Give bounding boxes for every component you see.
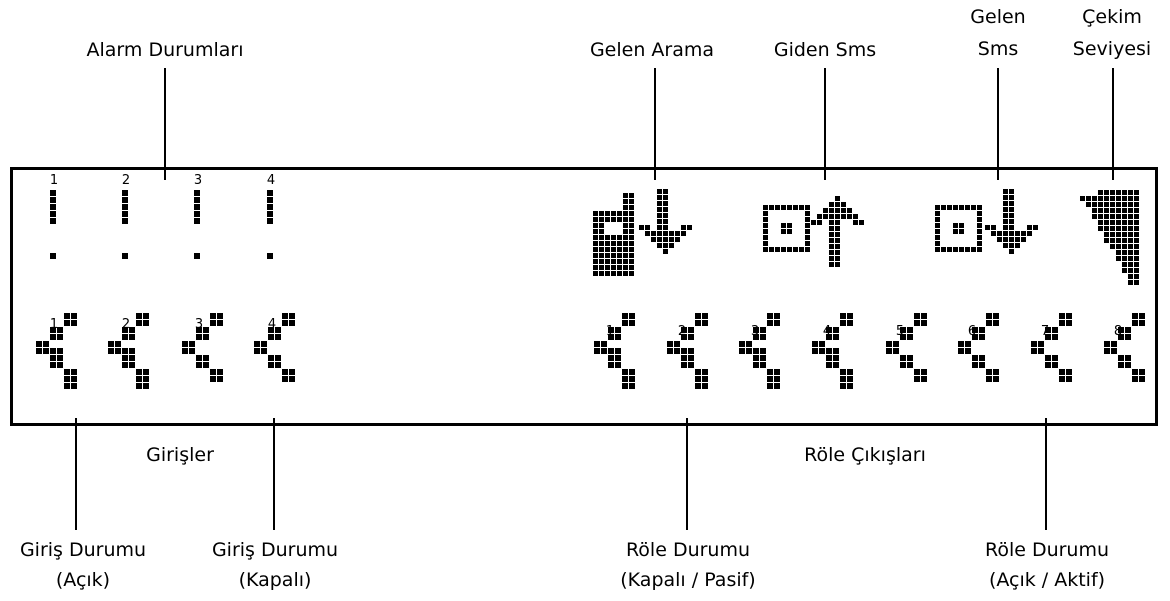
input-number-4: 4: [267, 317, 277, 332]
relay-closed-label-line2: (Kapalı / Pasif): [620, 569, 756, 591]
input-open-label-line1: Giriş Durumu: [19, 539, 147, 561]
input-4-closed-switch-icon: [254, 313, 295, 382]
input-open-leader: [75, 418, 77, 530]
lcd-display: [10, 167, 1158, 426]
relay-closed-label: Röle Durumu (Kapalı / Pasif): [620, 538, 755, 592]
outgoing-sms-envelope-icon: [763, 205, 810, 252]
input-open-label-line2: (Açık): [55, 569, 111, 591]
relay-6-open-icon: [958, 313, 999, 382]
relay-open-leader: [1045, 418, 1047, 530]
relay-8-open-icon: [1104, 313, 1145, 382]
incoming-call-arrow-down-icon: [639, 189, 692, 254]
input-closed-label: Giriş Durumu (Kapalı): [212, 538, 338, 592]
relay-open-label-line1: Röle Durumu: [984, 539, 1110, 561]
input-closed-label-line2: (Kapalı): [238, 569, 312, 591]
alarm-number-4: 4: [266, 173, 276, 188]
incoming-sms-label-line1: Gelen: [970, 6, 1026, 28]
incoming-call-leader: [654, 68, 656, 180]
input-closed-label-line1: Giriş Durumu: [211, 539, 339, 561]
input-number-2: 2: [121, 317, 131, 332]
alarm-number-1: 1: [49, 173, 59, 188]
relay-7-open-icon: [1031, 313, 1072, 382]
alarm-states-leader: [164, 68, 166, 180]
signal-level-label-line2: Seviyesi: [1072, 38, 1152, 60]
input-number-1: 1: [49, 317, 59, 332]
alarm-2-icon: [122, 190, 128, 259]
relay-5-open-icon: [886, 313, 927, 382]
incoming-sms-leader: [997, 68, 999, 180]
inputs-label: Girişler: [146, 444, 214, 466]
alarm-1-icon: [50, 190, 56, 259]
outgoing-sms-arrow-up-icon: [811, 196, 864, 267]
signal-level-label-line1: Çekim: [1082, 6, 1142, 28]
outgoing-sms-leader: [824, 68, 826, 180]
alarm-4-icon: [267, 190, 273, 259]
input-3-closed-switch-icon: [182, 313, 223, 382]
relay-4-closed-icon: [812, 313, 853, 389]
relay-open-label: Röle Durumu (Açık / Aktif): [985, 538, 1109, 592]
incoming-call-label: Gelen Arama: [589, 39, 715, 61]
relay-closed-label-line1: Röle Durumu: [625, 539, 751, 561]
input-open-label: Giriş Durumu (Açık): [20, 538, 146, 592]
input-closed-leader: [273, 418, 275, 530]
relay-2-closed-icon: [667, 313, 708, 389]
input-1-open-switch-icon: [36, 313, 77, 389]
alarm-3-icon: [194, 190, 200, 259]
alarm-number-2: 2: [121, 173, 131, 188]
relay-3-closed-icon: [739, 313, 780, 389]
signal-level-leader: [1112, 68, 1114, 180]
relay-closed-leader: [686, 418, 688, 530]
outgoing-sms-label: Giden Sms: [773, 39, 877, 61]
input-number-3: 3: [194, 317, 204, 332]
signal-level-label: Çekim Seviyesi: [1073, 5, 1151, 61]
relay-1-closed-icon: [594, 313, 635, 389]
input-2-open-switch-icon: [108, 313, 149, 389]
alarm-number-3: 3: [193, 173, 203, 188]
incoming-sms-label-line2: Sms: [977, 38, 1019, 60]
incoming-sms-label: Gelen Sms: [970, 5, 1025, 61]
signal-strength-icon: [1080, 190, 1139, 285]
incoming-sms-envelope-icon: [935, 205, 982, 252]
phone-handset-icon: [593, 193, 634, 276]
relay-open-label-line2: (Açık / Aktif): [988, 569, 1106, 591]
alarm-states-label: Alarm Durumları: [86, 39, 244, 61]
incoming-sms-arrow-down-icon: [985, 189, 1038, 254]
relay-outputs-label: Röle Çıkışları: [804, 444, 926, 466]
